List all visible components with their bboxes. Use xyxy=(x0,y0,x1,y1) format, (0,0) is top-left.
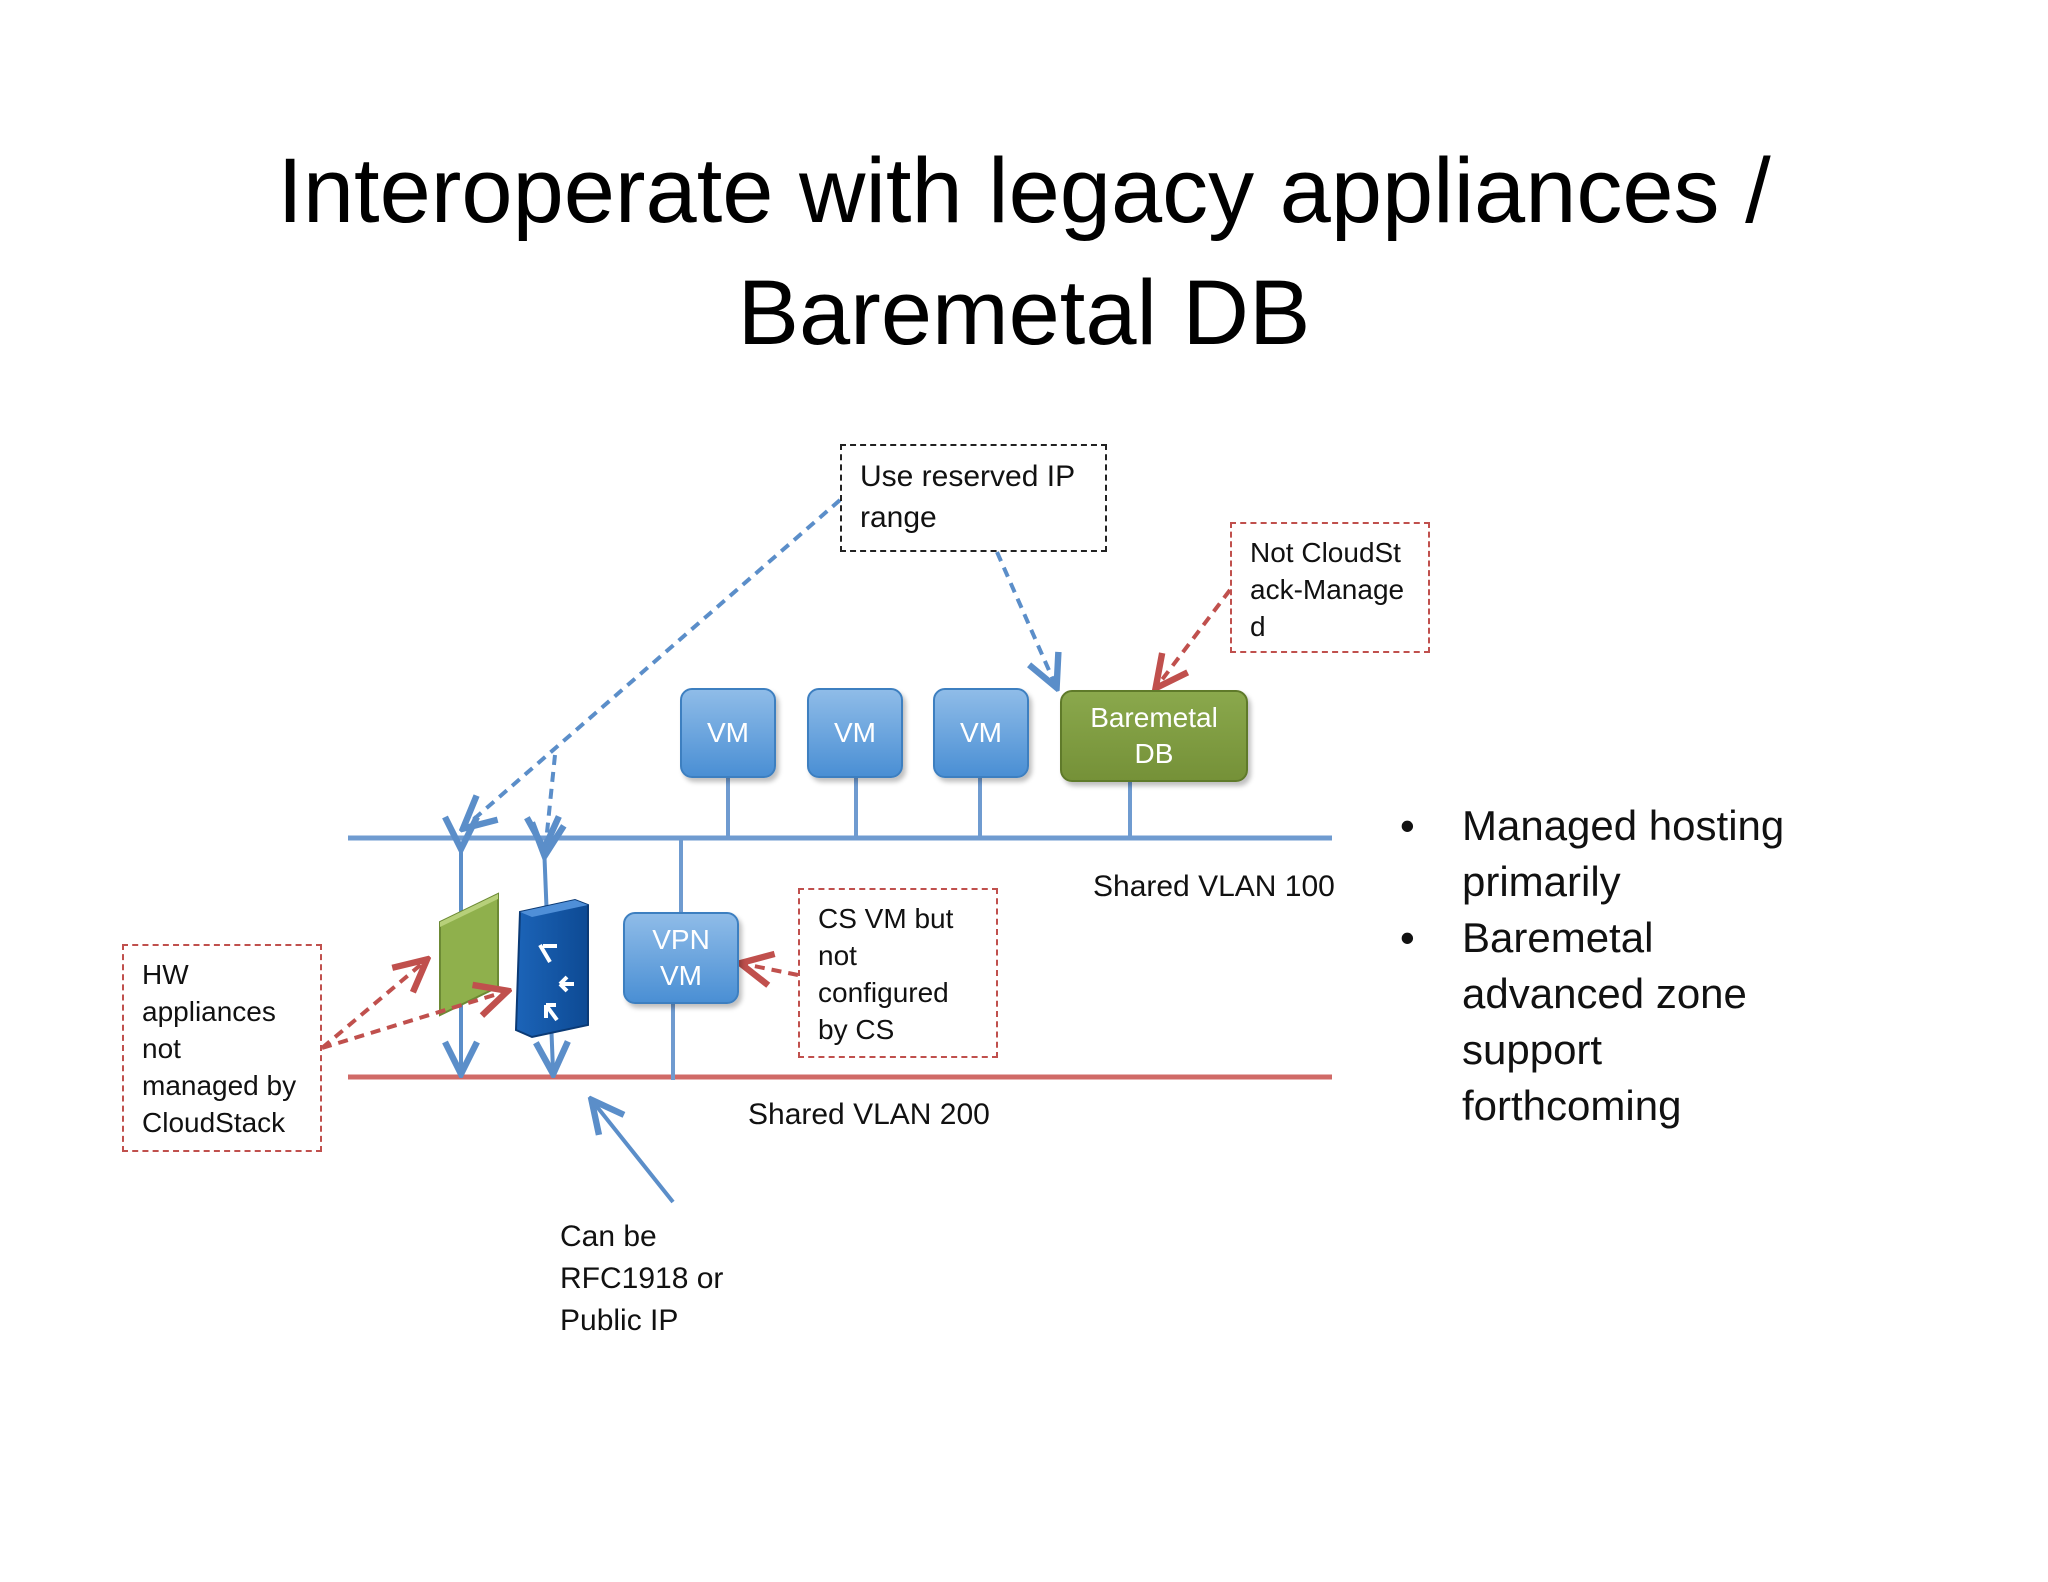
rfc1918-label: Can be RFC1918 or Public IP xyxy=(560,1220,724,1337)
vpn-vm-node: VPN VM xyxy=(623,912,739,1004)
cs-vm-callout: CS VM but not configured by CS xyxy=(798,888,998,1058)
hw-arrow-to-firewall xyxy=(320,962,424,1050)
not-managed-callout: Not CloudStack-Managed xyxy=(1230,522,1430,653)
bullet-item: • Baremetal advanced zone support forthco… xyxy=(1400,910,1820,1134)
hw-appliances-callout: HW appliances not managed by CloudStack xyxy=(122,944,322,1152)
baremetal-db-node: Baremetal DB xyxy=(1060,690,1248,782)
bullet-dot-icon: • xyxy=(1400,802,1415,849)
bullet-list: • Managed hosting primarily • Baremetal ad… xyxy=(1400,798,1820,1134)
not-managed-arrow xyxy=(1158,588,1232,685)
vlan-200-label: Shared VLAN 200 xyxy=(748,1098,990,1131)
bullet-item: • Managed hosting primarily xyxy=(1400,798,1820,910)
reserved-ip-arrow-to-baremetal xyxy=(995,551,1055,684)
vm-node-1: VM xyxy=(680,688,776,778)
hw-arrow-to-switch xyxy=(321,992,504,1050)
reserved-ip-arrow-to-firewall xyxy=(466,498,842,826)
bullet-text: Baremetal advanced zone support forthcom… xyxy=(1462,914,1747,1129)
cs-vm-arrow xyxy=(744,964,799,975)
bullet-dot-icon: • xyxy=(1400,914,1415,961)
switch-appliance-icon xyxy=(514,898,589,1039)
slide-title-line-1: Interoperate with legacy appliances / xyxy=(277,140,1771,242)
slide-title-line-2: Baremetal DB xyxy=(737,262,1311,364)
vm-node-2: VM xyxy=(807,688,903,778)
firewall-appliance-top xyxy=(440,894,498,927)
vlan-100-label: Shared VLAN 100 xyxy=(1093,870,1335,903)
rfc1918-pointer-arrow xyxy=(594,1103,675,1204)
slide-title: Interoperate with legacy appliances / Ba… xyxy=(0,130,2048,374)
reserved-ip-callout: Use reserved IP range xyxy=(840,444,1107,552)
bullet-text: Managed hosting primarily xyxy=(1462,802,1785,905)
vm-node-3: VM xyxy=(933,688,1029,778)
